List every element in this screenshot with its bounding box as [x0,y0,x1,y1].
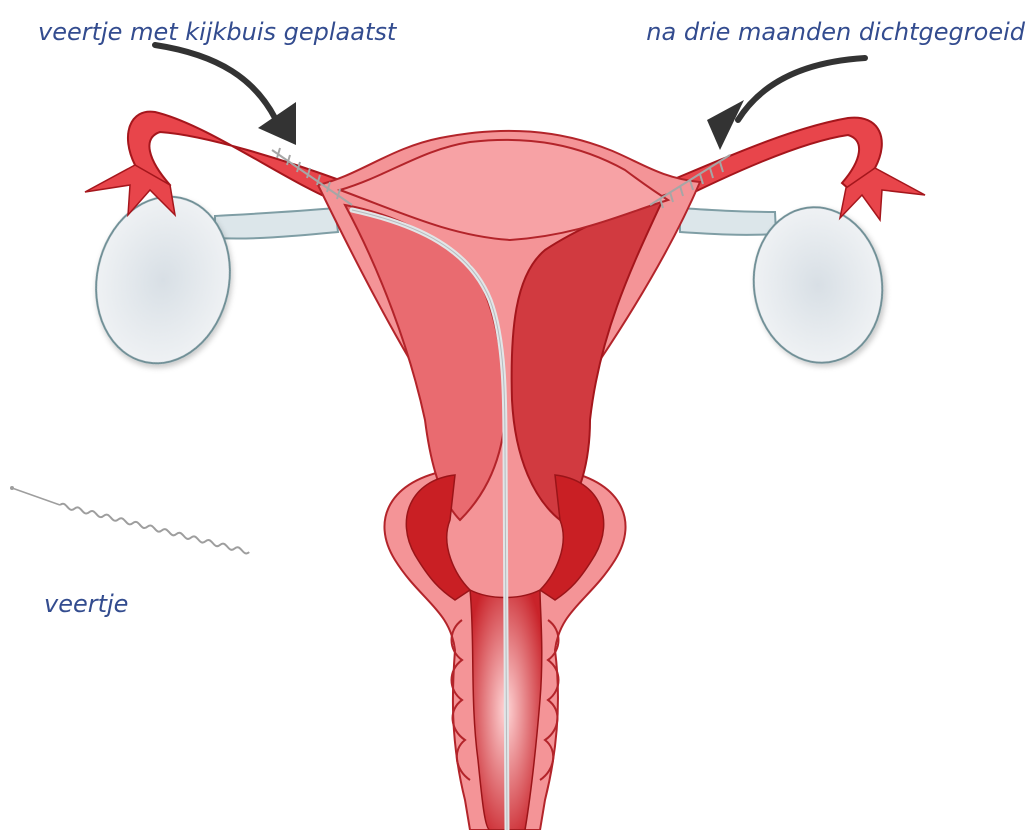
label-grown-closed: na drie maanden dichtgegroeid [646,18,1025,46]
label-coil-placed: veertje met kijkbuis geplaatst [38,18,398,46]
coil-left [272,148,352,205]
uterus [318,131,700,830]
left-ovary [81,184,245,376]
spring-illustration [10,486,250,554]
label-spring: veertje [44,590,128,618]
